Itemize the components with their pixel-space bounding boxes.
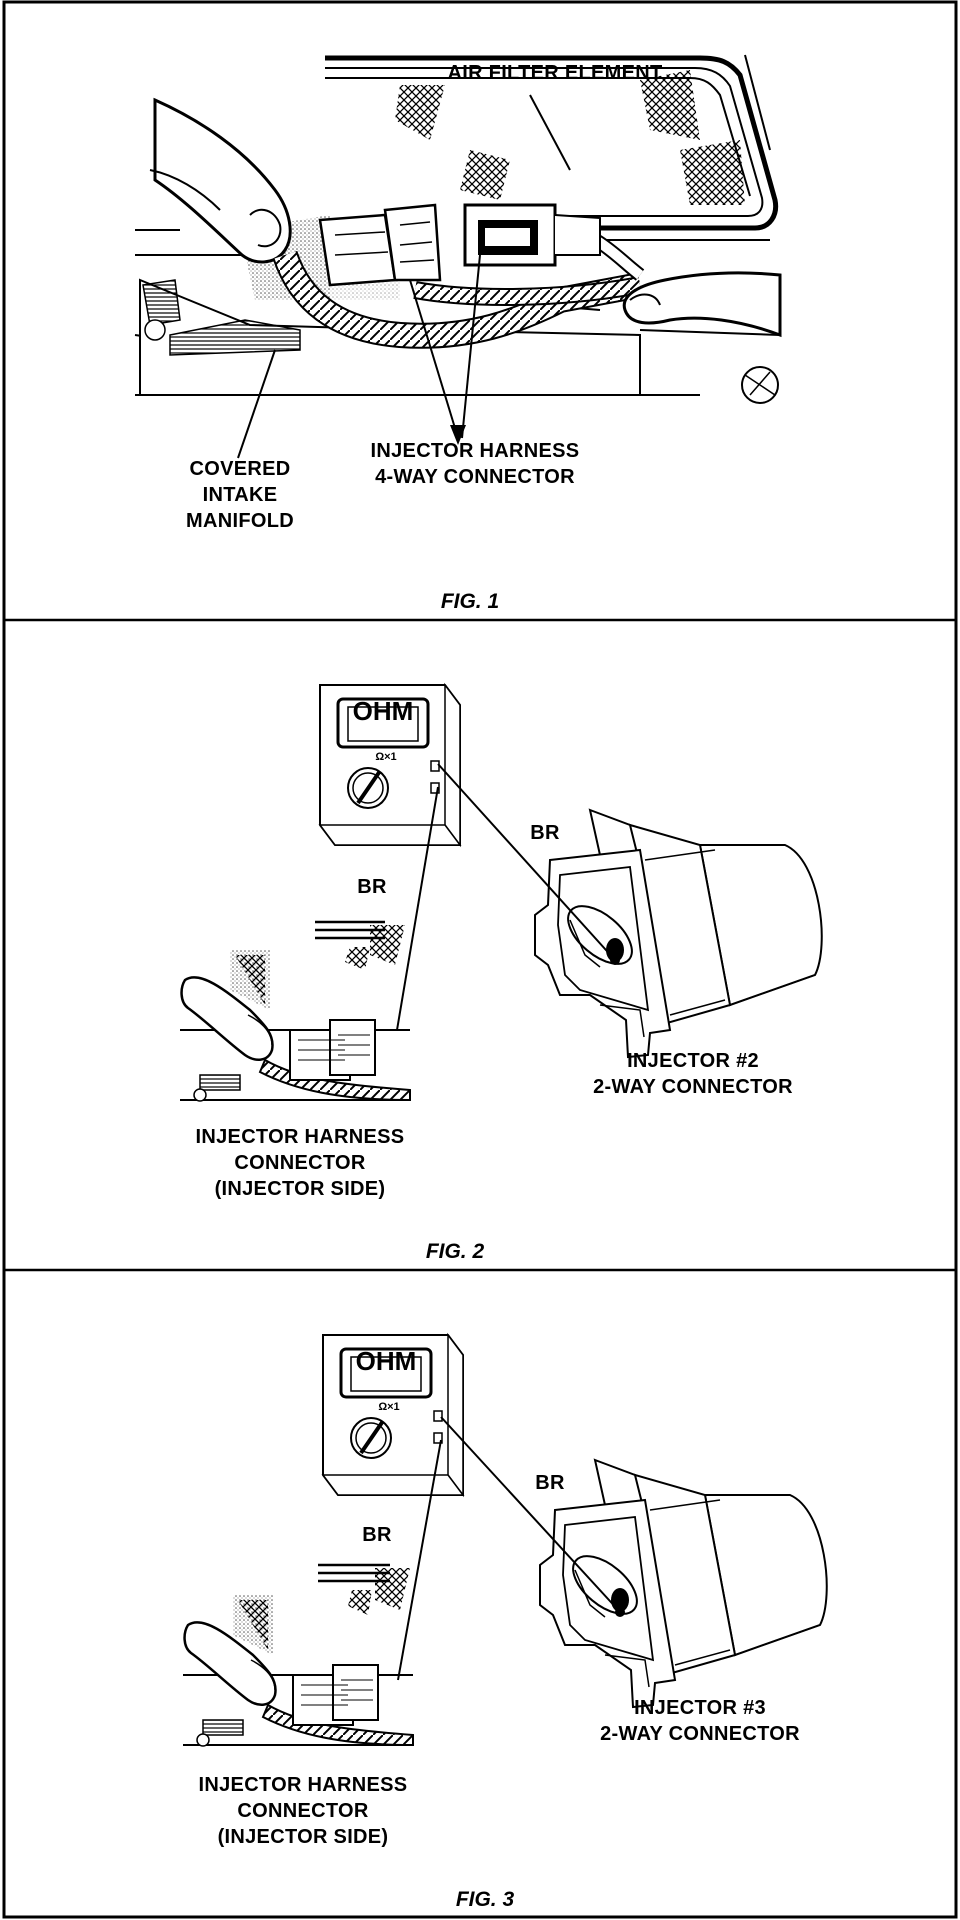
- fig3-injector-label-line-1: INJECTOR #3: [634, 1697, 766, 1719]
- fig3-injector-connector: [539, 1459, 828, 1708]
- fig3-harness-label-line-2: CONNECTOR: [237, 1800, 369, 1822]
- fig2-harness-label-line-1: INJECTOR HARNESS: [195, 1126, 405, 1148]
- fig2-injector-label-line-1: INJECTOR #2: [627, 1050, 759, 1072]
- fig3-harness-label-line-3: (INJECTOR SIDE): [217, 1826, 389, 1848]
- fig3-illustration: [181, 1333, 828, 1748]
- harness-label-line-2: 4-WAY CONNECTOR: [375, 466, 575, 488]
- fig3-range-label: Ω×1: [378, 1401, 399, 1413]
- left-hand: [149, 97, 292, 264]
- fig1-illustration: [134, 54, 782, 459]
- fig3-injector-label: INJECTOR #3 2-WAY CONNECTOR: [575, 1695, 825, 1747]
- fig3-br-top-label: BR: [535, 1472, 565, 1494]
- injector-harness-4way-label: INJECTOR HARNESS 4-WAY CONNECTOR: [350, 438, 600, 490]
- fig3-harness-connector-label: INJECTOR HARNESS CONNECTOR (INJECTOR SID…: [178, 1772, 428, 1850]
- air-filter-element: [325, 54, 779, 231]
- fig3-meter-display: OHM: [356, 1346, 417, 1376]
- fig2-harness-label-line-3: (INJECTOR SIDE): [214, 1178, 386, 1200]
- right-hand: [622, 271, 782, 404]
- fig2-harness-label-line-2: CONNECTOR: [234, 1152, 366, 1174]
- fig3-probe-lead-harness: [397, 1439, 442, 1681]
- fig3-probe-lead-injector: [440, 1416, 621, 1613]
- fig3-br-left-label: BR: [362, 1524, 392, 1546]
- fig2-probe-lead-harness: [396, 786, 439, 1031]
- fig2-probe-lead-injector: [437, 763, 616, 961]
- fig2-injector-label: INJECTOR #2 2-WAY CONNECTOR: [568, 1048, 818, 1100]
- fig2-harness-connector: [178, 948, 412, 1103]
- intake-label-line-1: COVERED: [189, 458, 291, 480]
- harness-label-line-1: INJECTOR HARNESS: [370, 440, 580, 462]
- intake-label-line-3: MANIFOLD: [186, 510, 294, 532]
- covered-intake-manifold-label: COVERED INTAKE MANIFOLD: [150, 456, 330, 534]
- fig1-caption: FIG. 1: [440, 590, 500, 613]
- fig3-caption: FIG. 3: [455, 1888, 515, 1911]
- fig3-harness-connector: [181, 1593, 415, 1748]
- fig2-br-left-label: BR: [357, 876, 387, 898]
- 4-way-connector: [318, 203, 601, 287]
- fig3-harness-label-line-1: INJECTOR HARNESS: [198, 1774, 408, 1796]
- air-filter-element-label: AIR FILTER ELEMENT: [447, 62, 663, 84]
- fig2-injector-label-line-2: 2-WAY CONNECTOR: [593, 1076, 793, 1098]
- intake-label-line-2: INTAKE: [202, 484, 278, 506]
- fig2-harness-connector-label: INJECTOR HARNESS CONNECTOR (INJECTOR SID…: [175, 1124, 425, 1202]
- fig2-injector-connector: [534, 809, 823, 1058]
- fig2-meter-display: OHM: [353, 696, 414, 726]
- fig3-injector-label-line-2: 2-WAY CONNECTOR: [600, 1723, 800, 1745]
- fig2-caption: FIG. 2: [425, 1240, 485, 1263]
- fig2-range-label: Ω×1: [375, 751, 396, 763]
- fig2-br-top-label: BR: [530, 822, 560, 844]
- fig2-illustration: [178, 683, 823, 1103]
- leader-lines: [237, 254, 481, 459]
